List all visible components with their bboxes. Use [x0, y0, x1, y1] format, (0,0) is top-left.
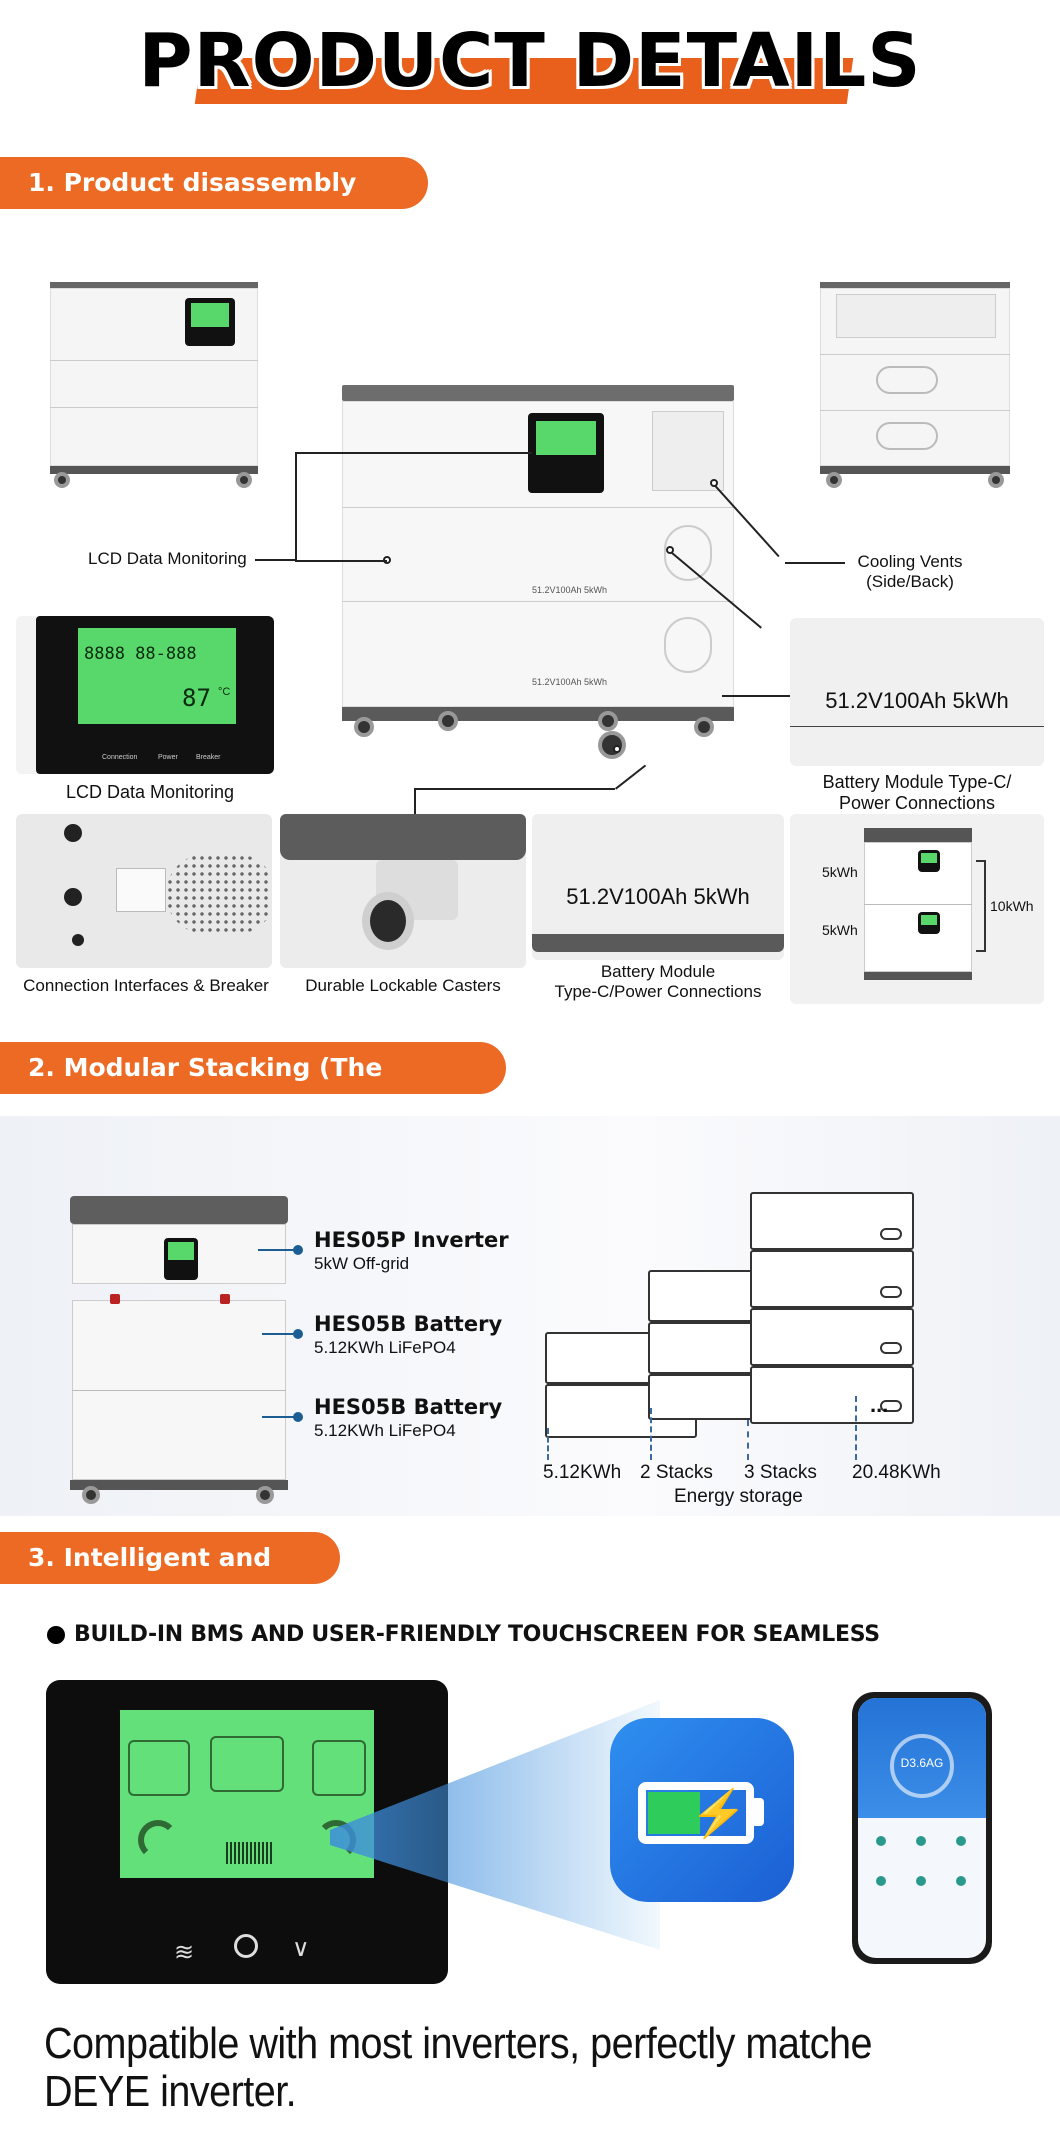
component-3-spec: 5.12KWh LiFePO4	[314, 1421, 456, 1440]
lcd-unit: °C	[218, 686, 231, 698]
battery-module-label: 51.2V100Ah 5kWh	[566, 884, 750, 909]
callout-line-lcd	[255, 559, 295, 561]
module-label-bottom: 51.2V100Ah 5kWh	[532, 677, 608, 687]
unit-front-small	[50, 282, 258, 488]
callout-dot-casters	[613, 745, 621, 753]
stack-label-3: 3 Stacks	[744, 1462, 817, 1483]
power-icon[interactable]	[234, 1934, 258, 1958]
callout-line-cooling	[785, 562, 845, 564]
callout-line-casters	[415, 788, 615, 790]
wifi-icon[interactable]: ≋	[174, 1939, 195, 1966]
lcd-caption: LCD Data Monitoring	[65, 782, 235, 802]
bluedot-battery-2	[293, 1412, 303, 1422]
page-title: PRODUCT DETAILS	[138, 18, 922, 104]
lcd-digits-bottom: 87	[182, 684, 211, 712]
component-3-name: HES05B Battery	[314, 1395, 503, 1419]
touchscreen-display	[120, 1710, 374, 1878]
component-1-spec: 5kW Off-grid	[314, 1254, 410, 1273]
callout-dot-battery	[666, 546, 674, 554]
component-2-spec: 5.12KWh LiFePO4	[314, 1338, 456, 1357]
interfaces-caption: Connection Interfaces & Breaker	[23, 976, 269, 995]
battery-label-panel: 51.2V100Ah 5kWh	[790, 618, 1044, 766]
callout-dot-cooling	[710, 479, 718, 487]
battery-app-icon[interactable]: ⚡	[610, 1718, 794, 1902]
component-2-name: HES05B Battery	[314, 1312, 503, 1336]
stack-label-4: 20.48KWh	[852, 1462, 941, 1483]
lcd-btn-breaker: Breaker	[196, 754, 221, 761]
stack-total-label: 10kWh	[990, 898, 1034, 914]
stack-bottom-label: 5kWh	[822, 922, 858, 938]
battery-module-caption: Battery Module Type-C/Power Connections	[554, 962, 762, 1001]
callout-lcd-label: LCD Data Monitoring	[88, 549, 247, 568]
stack-3	[750, 1192, 914, 1428]
stack-top-label: 5kWh	[822, 864, 858, 880]
casters-caption: Durable Lockable Casters	[305, 976, 501, 995]
lcd-detail-panel: 8888 88-888 87 °C Connection Power Break…	[16, 616, 274, 774]
exploded-unit	[70, 1196, 290, 1510]
lcd-btn-connection: Connection	[102, 754, 138, 761]
interfaces-panel	[16, 814, 272, 968]
stack-label-2: 2 Stacks	[640, 1462, 713, 1483]
stack-panel: 5kWh 5kWh 10kWh	[790, 814, 1044, 1004]
stack-label-1: 5.12KWh	[543, 1462, 622, 1483]
bluedot-battery-1	[293, 1329, 303, 1339]
energy-storage-label: Energy storage	[674, 1486, 803, 1507]
lcd-btn-power: Power	[158, 754, 178, 761]
footer-text: Compatible with most inverters, perfectl…	[44, 2019, 873, 2116]
phone: D3.6AG	[852, 1692, 992, 1964]
bluedot-inverter	[293, 1245, 303, 1255]
bms-bullet-text: BUILD-IN BMS AND USER-FRIENDLY TOUCHSCRE…	[74, 1622, 880, 1647]
unit-main: 51.2V100Ah 5kWh 51.2V100Ah 5kWh	[342, 385, 734, 759]
bullet-dot	[47, 1626, 65, 1644]
battery-label-text: 51.2V100Ah 5kWh	[825, 688, 1009, 713]
module-label-top: 51.2V100Ah 5kWh	[532, 585, 608, 595]
section-3-pill: 3. Intelligent and visible	[0, 1532, 340, 1624]
battery-tc-caption: Battery Module Type-C/ Power Connections	[822, 772, 1012, 813]
lcd-digits-top: 8888 88-888	[84, 644, 197, 664]
chevron-down-icon[interactable]: ∨	[292, 1935, 310, 1962]
section-2-pill: 2. Modular Stacking (The Corcept)	[0, 1042, 506, 1134]
callout-cooling-label: Cooling Vents (Side/Back)	[857, 552, 963, 591]
section-1-pill: 1. Product disassembly diagram	[0, 157, 428, 249]
component-1-name: HES05P Inverter	[314, 1228, 509, 1252]
phone-value: D3.6AG	[900, 1756, 944, 1770]
battery-module-panel: 51.2V100Ah 5kWh	[532, 814, 784, 960]
bolt-icon: ⚡	[690, 1787, 748, 1839]
unit-back-small	[820, 282, 1010, 488]
casters-panel	[280, 814, 526, 968]
stack-ellipsis: ...	[870, 1392, 889, 1417]
